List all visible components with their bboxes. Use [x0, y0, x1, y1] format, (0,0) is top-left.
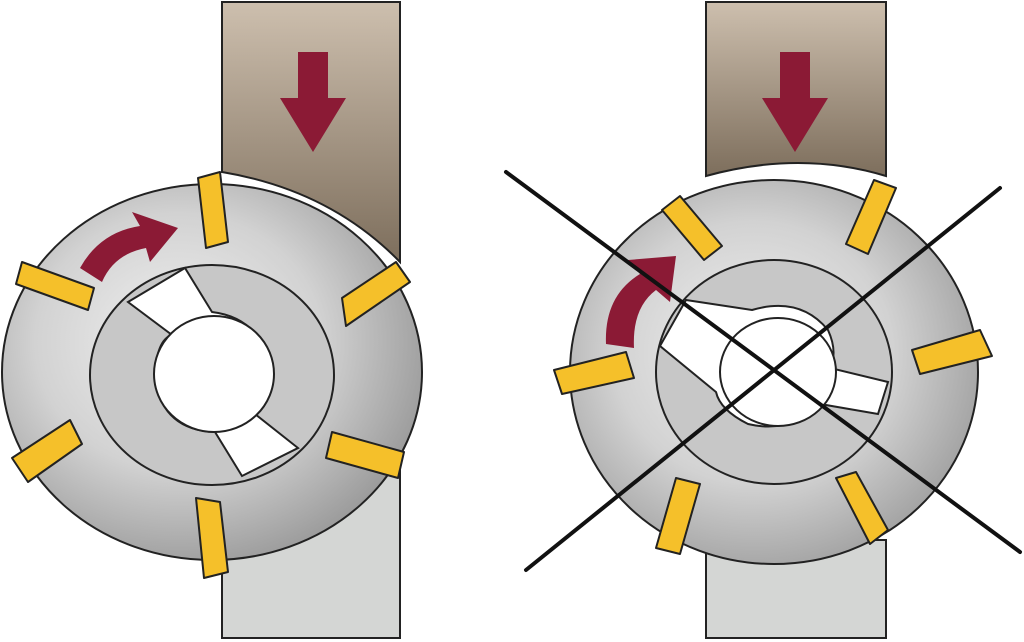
insert [325, 431, 405, 479]
insert [845, 179, 897, 255]
rotation-arrow-icon [605, 256, 676, 348]
insert [661, 195, 723, 261]
feed-arrow-down-icon [762, 52, 828, 152]
cross-line [504, 170, 1022, 554]
insert [911, 329, 993, 375]
insert [341, 261, 411, 327]
feed-arrow-down-icon [280, 52, 346, 152]
insert [553, 351, 635, 395]
cutting-inserts [11, 171, 411, 579]
insert [11, 419, 83, 483]
panel-correct-milling [1, 1, 423, 639]
insert [655, 477, 701, 555]
cutter-bore [153, 315, 275, 433]
insert [15, 261, 95, 311]
rotation-arrow-icon [80, 212, 178, 282]
cross-line [524, 186, 1002, 572]
cutting-inserts [553, 179, 993, 555]
milling-cutter [1, 183, 423, 561]
insert [197, 171, 229, 249]
insert [835, 471, 889, 545]
insert [195, 497, 229, 579]
incorrect-cross-mark-icon [504, 170, 1022, 572]
panel-incorrect-milling [504, 1, 1022, 639]
